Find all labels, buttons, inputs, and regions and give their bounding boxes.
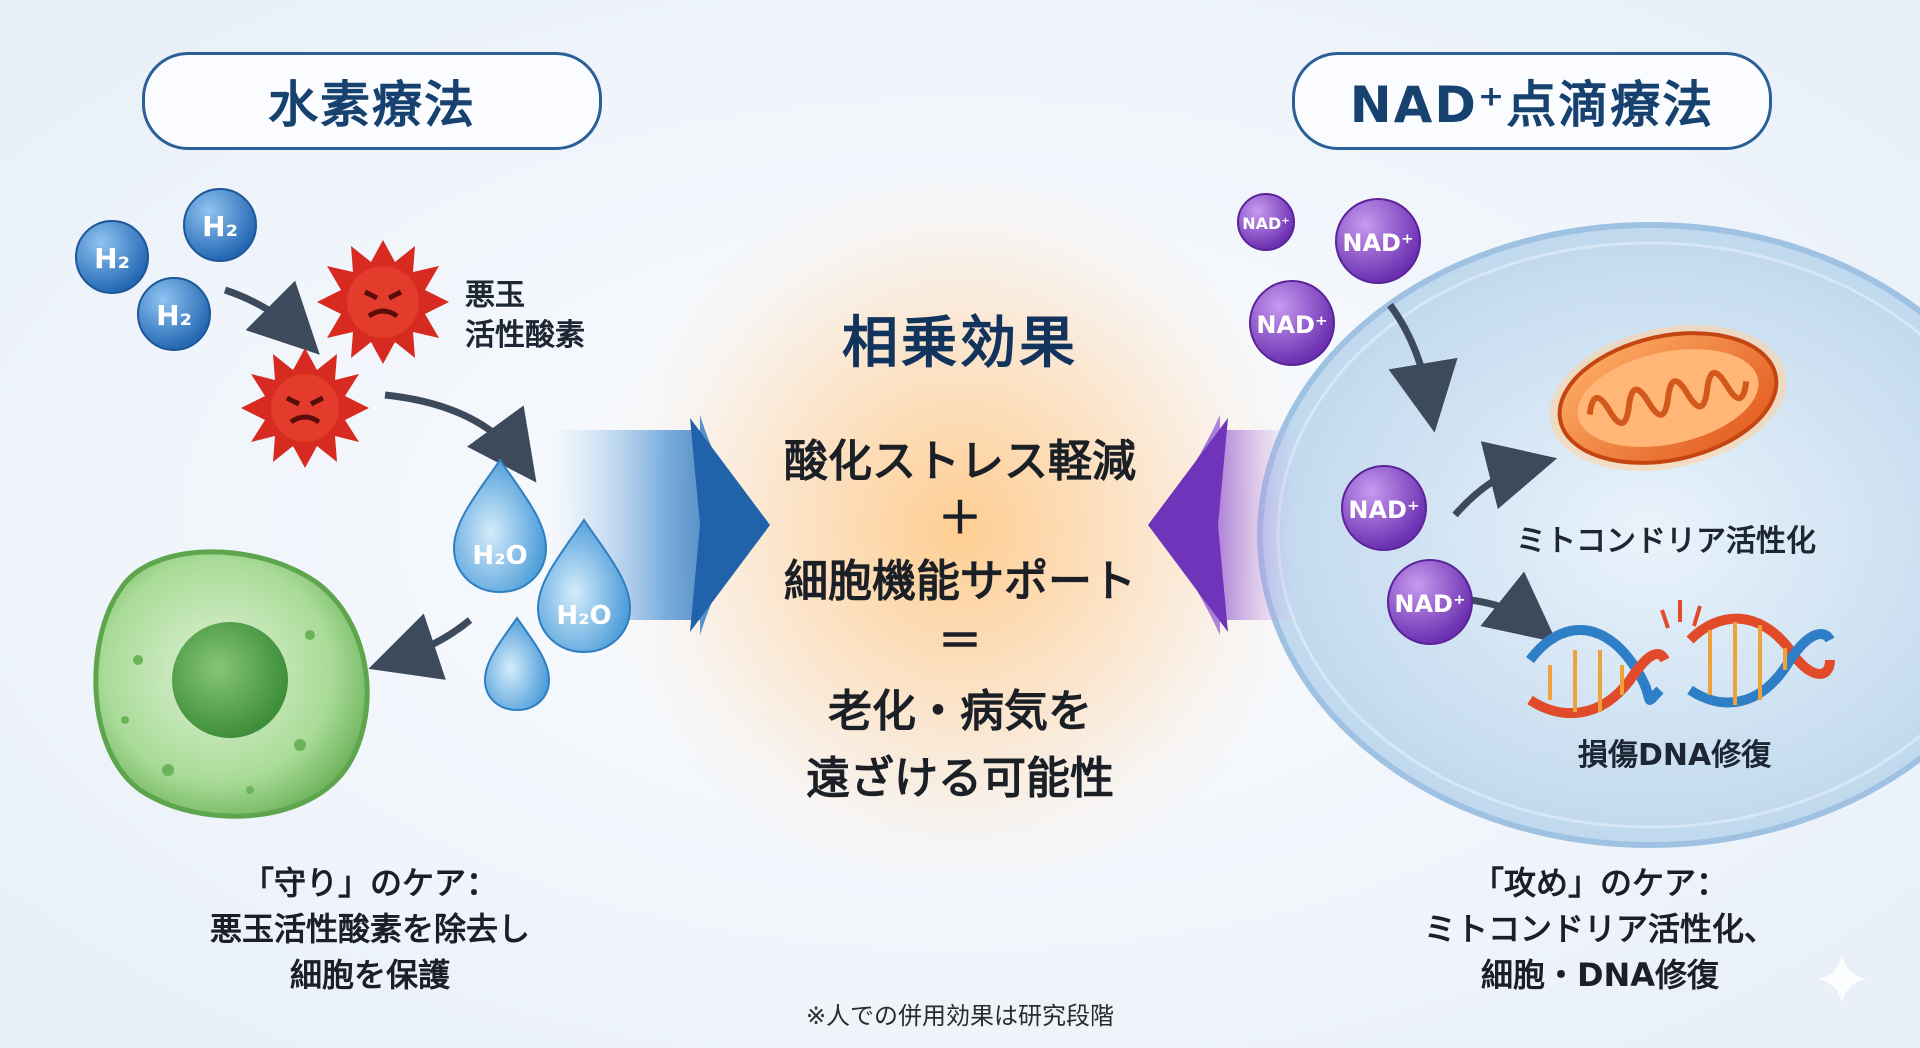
synergy-line-oxidative-stress: 酸化ストレス軽減 [784,436,1136,487]
water-drop-icon: H₂O [452,458,548,594]
synergy-line-possibility: 遠ざける可能性 [806,753,1114,804]
left-caption: 「守り」のケア： 悪玉活性酸素を除去し 細胞を保護 [120,860,620,998]
right-caption-line1: 「攻め」のケア： [1471,864,1728,902]
synergy-line-cell-support: 細胞機能サポート [784,556,1136,607]
mitochondria-label: ミトコンドリア活性化 [1516,524,1816,559]
water-drop-icon [483,616,551,712]
nad-molecule: NAD⁺ [1335,198,1421,284]
h2-molecule: H₂ [75,220,149,294]
svg-text:NAD⁺: NAD⁺ [1394,590,1465,618]
nad-therapy-title: NAD⁺点滴療法 [1292,52,1772,150]
radical-icon [317,240,449,364]
left-caption-line1: 「守り」のケア： [241,864,498,902]
svg-text:H₂: H₂ [202,210,238,243]
radical-label-line2: 活性酸素 [465,318,585,353]
arrow-h2-to-radical [223,280,320,355]
h2-molecule: H₂ [137,277,211,351]
dna-icon [1526,600,1835,719]
right-caption-line2: ミトコンドリア活性化、 [1423,910,1776,948]
radical-label: 悪玉 活性酸素 [465,276,585,356]
svg-text:NAD⁺: NAD⁺ [1342,229,1413,257]
footnote: ※人での併用効果は研究段階 [805,1002,1115,1030]
nad-molecule: NAD⁺ [1387,559,1473,645]
svg-text:NAD⁺: NAD⁺ [1256,311,1327,339]
arrow-water-to-cell [368,613,473,680]
synergy-line-aging: 老化・病気を [828,686,1092,737]
cell-icon [93,549,370,819]
nad-molecule: NAD⁺ [1341,465,1427,551]
nad-molecule: NAD⁺ [1249,280,1335,366]
left-caption-line3: 細胞を保護 [289,956,450,994]
hydrogen-therapy-title: 水素療法 [142,52,602,150]
arrow-nad-down [1387,302,1458,433]
right-big-arrow [1148,415,1300,635]
right-caption: 「攻め」のケア： ミトコンドリア活性化、 細胞・DNA修復 [1340,860,1860,998]
mitochondria-icon [1549,325,1787,471]
arrow-nad-to-dna [1469,571,1557,643]
right-caption-line3: 細胞・DNA修復 [1480,956,1720,994]
left-caption-line2: 悪玉活性酸素を除去し [209,910,530,948]
h2-molecule: H₂ [183,188,257,262]
radical-icon [241,348,369,468]
arrow-radical-to-water [384,391,537,483]
dna-repair-label: 損傷DNA修復 [1578,738,1772,773]
svg-text:H₂: H₂ [156,299,192,332]
svg-text:H₂O: H₂O [472,541,527,571]
synergy-heading: 相乗効果 [842,311,1078,376]
svg-text:H₂O: H₂O [556,601,611,631]
svg-text:NAD⁺: NAD⁺ [1348,496,1419,524]
nad-molecule: NAD⁺ [1237,193,1295,251]
svg-text:H₂: H₂ [94,242,130,275]
equals-sign: ＝ [938,616,982,667]
water-drop-icon: H₂O [536,518,632,654]
svg-text:NAD⁺: NAD⁺ [1242,214,1290,233]
sparkle-icon [1818,955,1866,1003]
arrow-nad-to-mito [1452,441,1558,518]
plus-sign: ＋ [938,493,982,544]
radical-label-line1: 悪玉 [465,278,525,313]
